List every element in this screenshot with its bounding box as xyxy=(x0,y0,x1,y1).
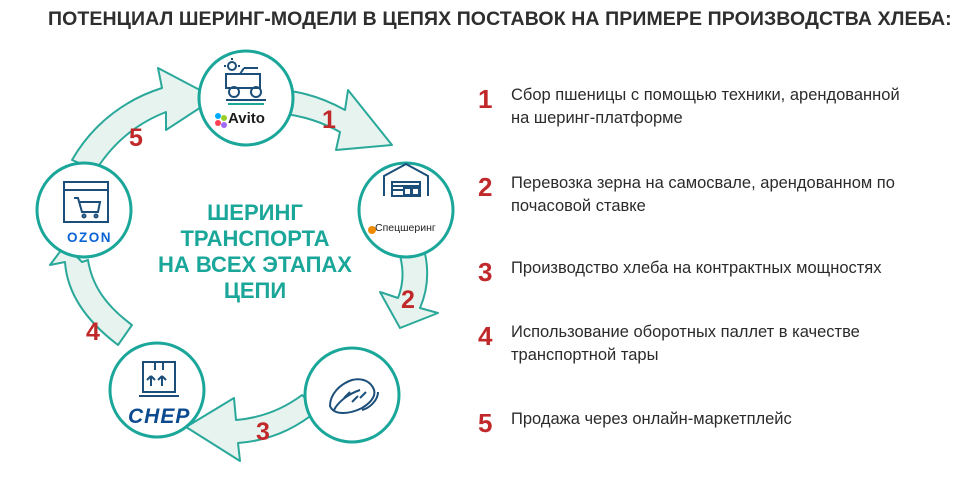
ring-arrow-5 xyxy=(71,67,216,171)
page-title: ПОТЕНЦИАЛ ШЕРИНГ-МОДЕЛИ В ЦЕПЯХ ПОСТАВОК… xyxy=(48,8,952,30)
center-line: ТРАНСПОРТА xyxy=(180,226,330,251)
pallet-box-icon xyxy=(139,361,179,397)
step-text-line: Сбор пшеницы с помощью техники, арендова… xyxy=(511,86,900,104)
arrow-number-3: 3 xyxy=(256,418,270,446)
step-text-line: Производство хлеба на контрактных мощнос… xyxy=(511,259,882,277)
node-bread xyxy=(303,346,401,444)
node-avito xyxy=(197,49,295,147)
center-caption: ШЕРИНГ ТРАНСПОРТА НА ВСЕХ ЭТАПАХ ЦЕПИ xyxy=(140,200,370,304)
step-number: 2 xyxy=(478,172,493,202)
node-spetssharing xyxy=(357,161,455,259)
center-line: ШЕРИНГ xyxy=(207,200,303,225)
arrow-number-1: 1 xyxy=(322,106,336,134)
step-text-line: Перевозка зерна на самосвале, арендованн… xyxy=(511,174,895,192)
step-text-line: на шеринг-платформе xyxy=(511,109,683,127)
shopping-cart-icon xyxy=(63,181,109,223)
center-line: НА ВСЕХ ЭТАПАХ xyxy=(158,252,352,277)
step-number: 3 xyxy=(478,257,493,287)
chep-logo: CHEP xyxy=(128,405,191,428)
spetssharing-logo: Спецшеринг xyxy=(375,222,436,234)
step-text: Продажа через онлайн-маркетплейс xyxy=(511,408,956,431)
arrow-number-4: 4 xyxy=(86,318,100,346)
avito-logo: Avito xyxy=(228,110,265,127)
spetssharing-logo-icon xyxy=(368,226,376,234)
node-chep xyxy=(108,341,206,439)
step-number: 1 xyxy=(478,84,493,114)
step-text-line: Продажа через онлайн-маркетплейс xyxy=(511,410,792,428)
arrow-number-2: 2 xyxy=(401,286,415,314)
step-number: 5 xyxy=(478,408,493,438)
warehouse-icon xyxy=(383,162,429,197)
step-text: Перевозка зерна на самосвале, арендованн… xyxy=(511,172,956,218)
center-line: ЦЕПИ xyxy=(223,278,287,303)
step-text-line: Использование оборотных паллет в качеств… xyxy=(511,323,860,341)
avito-logo-dots xyxy=(215,113,227,128)
step-text: Сбор пшеницы с помощью техники, арендова… xyxy=(511,84,956,130)
harvester-icon xyxy=(224,58,266,105)
step-text-line: транспортной тары xyxy=(511,346,659,364)
ozon-logo: OZON xyxy=(67,230,112,245)
step-text-line: почасовой ставке xyxy=(511,197,646,215)
arrow-number-5: 5 xyxy=(129,124,143,152)
step-text: Использование оборотных паллет в качеств… xyxy=(511,321,956,367)
ring-arrow-3 xyxy=(185,394,319,462)
step-text: Производство хлеба на контрактных мощнос… xyxy=(511,257,956,280)
step-number: 4 xyxy=(478,321,493,351)
bread-icon xyxy=(328,378,379,414)
